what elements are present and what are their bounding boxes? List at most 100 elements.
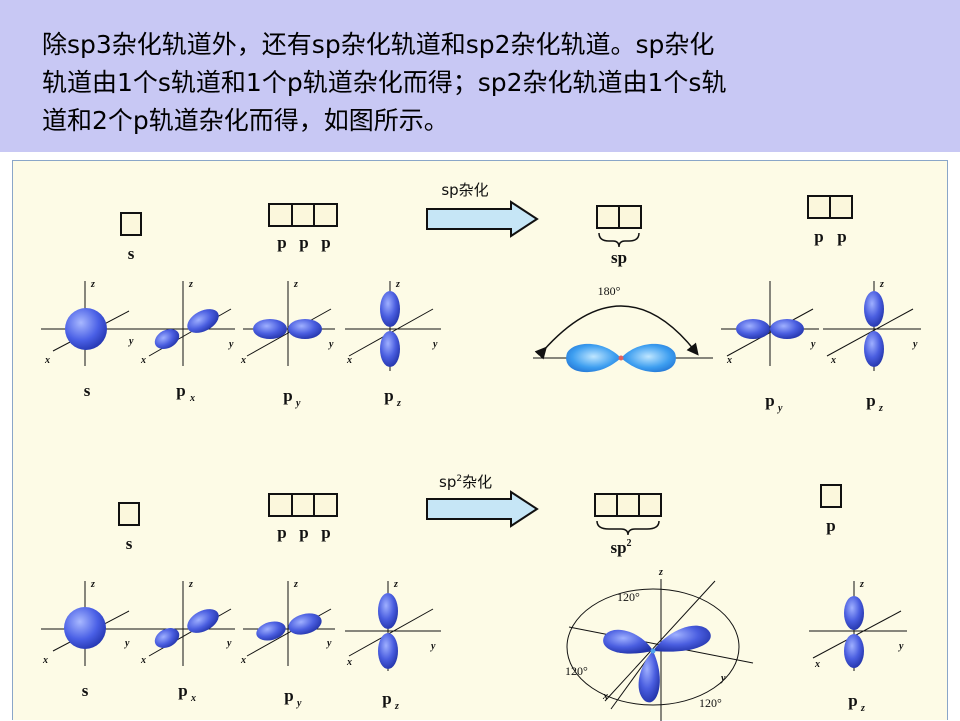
sp2-arrow-label: sp2杂化: [439, 473, 492, 491]
s-orbital-box: [120, 212, 142, 236]
axis-x-label: x: [830, 355, 836, 366]
axis-z-label: z: [395, 279, 400, 290]
axis-x-label: x: [140, 655, 146, 666]
remaining-pz-label-p-2: p: [848, 691, 857, 710]
axis-y-label: y: [810, 339, 816, 350]
axis-x-label: x: [602, 691, 608, 702]
axis-y-label: y: [228, 339, 234, 350]
hybridization-figure: s p p p sp杂化 sp p p z y x s: [12, 160, 948, 721]
pz-label-p: p: [384, 386, 393, 405]
intro-text: 除sp3杂化轨道外，还有sp杂化轨道和sp2杂化轨道。sp杂化 轨道由1个s轨道…: [42, 26, 942, 140]
axis-x-label: x: [346, 355, 352, 366]
p-box-label-6: p: [321, 523, 330, 542]
p-box-label-2: p: [299, 233, 308, 252]
px-orbital-diagram: z y x: [140, 279, 235, 366]
axis-y-label: y: [430, 641, 436, 652]
py-orbital-diagram: z y x: [240, 279, 335, 366]
s-orbital-label-2: s: [82, 681, 89, 700]
px-orbital-diagram-2: z y x: [140, 579, 235, 666]
py-label-sub: y: [295, 398, 301, 409]
axis-y-label: y: [432, 339, 438, 350]
sp2-box-label: sp2: [610, 538, 631, 557]
axis-z-label: z: [293, 579, 298, 590]
py-orbital-diagram-2: z y x: [240, 579, 335, 666]
remaining-p-label-2: p: [837, 227, 846, 246]
s-box-label: s: [128, 244, 135, 263]
axis-y-label: y: [912, 339, 918, 350]
p-box-label-3: p: [321, 233, 330, 252]
p-orbital-boxes: [268, 203, 338, 227]
axis-z-label: z: [879, 279, 884, 290]
axis-z-label: z: [393, 579, 398, 590]
axis-x-label: x: [44, 355, 50, 366]
axis-z-label: z: [188, 579, 193, 590]
axis-z-label: z: [859, 579, 864, 590]
sp2-hybridization-arrow: [426, 490, 539, 528]
sp-box-label: sp: [611, 248, 627, 267]
py-label-sub-2: y: [296, 698, 302, 709]
axis-x-label: x: [814, 659, 820, 670]
sp2-hybrid-orbital-diagram: z y x: [566, 567, 754, 721]
axis-y-label: y: [328, 339, 334, 350]
py-label-p: p: [283, 386, 292, 405]
axis-z-label: z: [293, 279, 298, 290]
sp-hybridization-arrow: [426, 200, 539, 238]
axis-z-label: z: [188, 279, 193, 290]
sp-hybrid-orbital-diagram: [533, 305, 713, 373]
axis-y-label: y: [128, 336, 134, 347]
pz-label-p-2: p: [382, 689, 391, 708]
axis-x-label: x: [42, 655, 48, 666]
axis-z-label: z: [658, 567, 663, 578]
remaining-p-label-1: p: [814, 227, 823, 246]
px-label-p-2: p: [178, 681, 187, 700]
sp2-angle-label-1: 120°: [617, 590, 640, 604]
axis-x-label: x: [140, 355, 146, 366]
axis-z-label: z: [90, 579, 95, 590]
remaining-pz-diagram: z y x: [823, 279, 921, 371]
axis-x-label: x: [240, 655, 246, 666]
remaining-py-label-p: p: [765, 391, 774, 410]
axis-y-label: y: [898, 641, 904, 652]
axis-y-label: y: [720, 673, 726, 684]
remaining-py-label-sub: y: [777, 403, 783, 414]
remaining-pz-label-sub: z: [878, 403, 883, 414]
remaining-pz-diagram-2: z y x: [809, 579, 907, 671]
s-orbital-label: s: [84, 381, 91, 400]
axis-y-label: y: [124, 638, 130, 649]
p-box-label-4: p: [277, 523, 286, 542]
remaining-p-boxes: [807, 195, 853, 219]
hybridization-diagram: s p p p sp杂化 sp p p z y x s: [41, 181, 921, 721]
remaining-py-diagram: y x: [721, 281, 819, 366]
p-orbital-boxes-2: [268, 493, 338, 517]
sp2-hybrid-boxes: [594, 493, 662, 536]
p-box-label-5: p: [299, 523, 308, 542]
intro-line-2: 轨道由1个s轨道和1个p轨道杂化而得；sp2杂化轨道由1个s轨: [42, 68, 727, 97]
remaining-p-box-2: [820, 484, 842, 508]
intro-line-1: 除sp3杂化轨道外，还有sp杂化轨道和sp2杂化轨道。sp杂化: [42, 30, 715, 59]
sp-angle-label: 180°: [598, 284, 621, 298]
remaining-pz-label-sub-2: z: [860, 703, 865, 714]
sp2-angle-label-2: 120°: [565, 664, 588, 678]
axis-x-label: x: [726, 355, 732, 366]
axis-x-label: x: [240, 355, 246, 366]
sp-hybrid-boxes: [596, 205, 642, 248]
remaining-p-label-3: p: [826, 516, 835, 535]
axis-z-label: z: [90, 279, 95, 290]
px-label-sub-2: x: [190, 693, 196, 704]
pz-orbital-diagram-2: z y x: [345, 579, 441, 671]
s-orbital-diagram-2: z y x: [41, 579, 143, 666]
s-box-label-2: s: [126, 534, 133, 553]
px-label-p: p: [176, 381, 185, 400]
header-banner: 除sp3杂化轨道外，还有sp杂化轨道和sp2杂化轨道。sp杂化 轨道由1个s轨道…: [0, 0, 960, 152]
pz-orbital-diagram: z y x: [345, 279, 441, 371]
axis-x-label: x: [346, 657, 352, 668]
pz-label-sub-2: z: [394, 701, 399, 712]
s-orbital-box-2: [118, 502, 140, 526]
pz-label-sub: z: [396, 398, 401, 409]
axis-y-label: y: [226, 638, 232, 649]
axis-y-label: y: [326, 638, 332, 649]
px-label-sub: x: [189, 393, 195, 404]
py-label-p-2: p: [284, 686, 293, 705]
intro-line-3: 道和2个p轨道杂化而得，如图所示。: [42, 106, 449, 135]
s-orbital-diagram: z y x: [41, 279, 143, 366]
